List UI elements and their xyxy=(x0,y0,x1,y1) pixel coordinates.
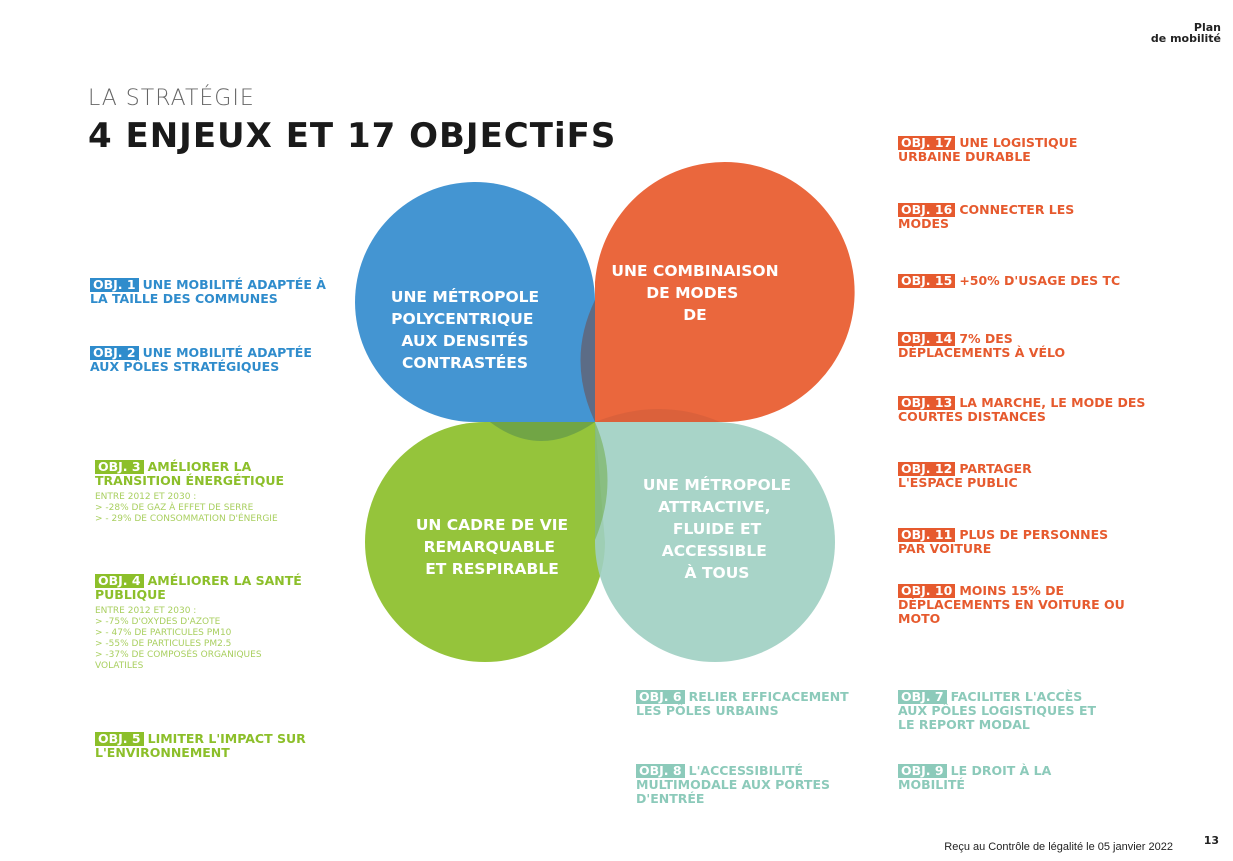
detail-line: VOLATILES xyxy=(95,661,144,671)
detail-line: ENTRE 2012 ET 2030 : xyxy=(95,492,197,502)
objective-text: AMÉLIORER LA TRANSITION ÉNERGÉTIQUE xyxy=(95,459,285,488)
detail-line: ENTRE 2012 ET 2030 : xyxy=(95,606,197,616)
objective-text: MOINS 15% DE DÉPLACEMENTS EN VOITURE OU … xyxy=(898,583,1125,626)
objective-tag: OBJ. 11 xyxy=(898,528,956,542)
logo-line2: de mobilité xyxy=(1150,32,1221,45)
detail-line: > - 47% DE PARTICULES PM10 xyxy=(95,628,232,638)
objective-tag: OBJ. 13 xyxy=(898,396,956,410)
objective-text: LE DROIT À LA MOBILITÉ xyxy=(898,763,1052,792)
plan-de-mobilite-logo: Plan de mobilité xyxy=(1151,22,1221,44)
detail-line: > -75% D'OXYDES D'AZOTE xyxy=(95,617,221,627)
objective-tag: OBJ. 2 xyxy=(90,346,139,360)
objective-tag: OBJ. 12 xyxy=(898,462,956,476)
detail-line: > -37% DE COMPOSÉS ORGANIQUES xyxy=(95,650,262,660)
legality-footer: Reçu au Contrôle de légalité le 05 janvi… xyxy=(944,841,1173,853)
objective-text: L'ACCESSIBILITÉ MULTIMODALE AUX PORTES D… xyxy=(636,763,830,806)
enjeu-green-petal xyxy=(365,422,605,662)
objective-15: OBJ. 15+50% D'USAGE DES TC xyxy=(898,274,1158,288)
objective-tag: OBJ. 3 xyxy=(95,460,144,474)
objective-text: PARTAGER L'ESPACE PUBLIC xyxy=(898,461,1032,490)
enjeu-orange-petal xyxy=(595,162,855,422)
objective-text: UNE MOBILITÉ ADAPTÉE AUX PÔLES STRATÉGIQ… xyxy=(90,345,312,374)
objective-text: UNE MOBILITÉ ADAPTÉE À LA TAILLE DES COM… xyxy=(90,277,326,306)
objective-text: +50% D'USAGE DES TC xyxy=(959,273,1121,288)
page-title: 4 ENJEUX ET 17 OBJECTiFS xyxy=(88,116,617,156)
objective-text: FACILITER L'ACCÈS AUX PÔLES LOGISTIQUES … xyxy=(898,689,1097,732)
objective-tag: OBJ. 7 xyxy=(898,690,947,704)
objective-text: 7% DES DÉPLACEMENTS À VÉLO xyxy=(898,331,1066,360)
enjeux-venn-diagram: .ctext{font-family:"DejaVu Sans","Libera… xyxy=(355,162,855,662)
objective-tag: OBJ. 4 xyxy=(95,574,144,588)
section-kicker: LA STRATÉGIE xyxy=(88,86,255,111)
detail-line: > -28% DE GAZ À EFFET DE SERRE xyxy=(95,503,254,513)
objective-tag: OBJ. 1 xyxy=(90,278,139,292)
objective-tag: OBJ. 10 xyxy=(898,584,956,598)
logo-line1: Plan xyxy=(1193,21,1221,34)
enjeu-blue-petal xyxy=(355,182,595,422)
objective-text: UNE LOGISTIQUE URBAINE DURABLE xyxy=(898,135,1078,164)
objective-tag: OBJ. 8 xyxy=(636,764,685,778)
objective-tag: OBJ. 17 xyxy=(898,136,956,150)
page-number: 13 xyxy=(1203,834,1219,847)
objective-tag: OBJ. 16 xyxy=(898,203,956,217)
objective-4-details: ENTRE 2012 ET 2030 : > -75% D'OXYDES D'A… xyxy=(95,606,335,672)
objective-text: LIMITER L'IMPACT SUR L'ENVIRONNEMENT xyxy=(95,731,306,760)
enjeu-teal-petal xyxy=(595,422,835,662)
objective-tag: OBJ. 14 xyxy=(898,332,956,346)
objective-tag: OBJ. 15 xyxy=(898,274,956,288)
objective-3-details: ENTRE 2012 ET 2030 : > -28% DE GAZ À EFF… xyxy=(95,492,335,525)
objective-text: CONNECTER LES MODES xyxy=(898,202,1075,231)
objective-text: AMÉLIORER LA SANTÉ PUBLIQUE xyxy=(95,573,302,602)
objective-tag: OBJ. 9 xyxy=(898,764,947,778)
objective-text: LA MARCHE, LE MODE DES COURTES DISTANCES xyxy=(898,395,1146,424)
detail-line: > - 29% DE CONSOMMATION D'ÉNERGIE xyxy=(95,514,278,524)
objective-text: RELIER EFFICACEMENT LES PÔLES URBAINS xyxy=(636,689,849,718)
detail-line: > -55% DE PARTICULES PM2.5 xyxy=(95,639,232,649)
objective-tag: OBJ. 5 xyxy=(95,732,144,746)
objective-tag: OBJ. 6 xyxy=(636,690,685,704)
objective-text: PLUS DE PERSONNES PAR VOITURE xyxy=(898,527,1109,556)
